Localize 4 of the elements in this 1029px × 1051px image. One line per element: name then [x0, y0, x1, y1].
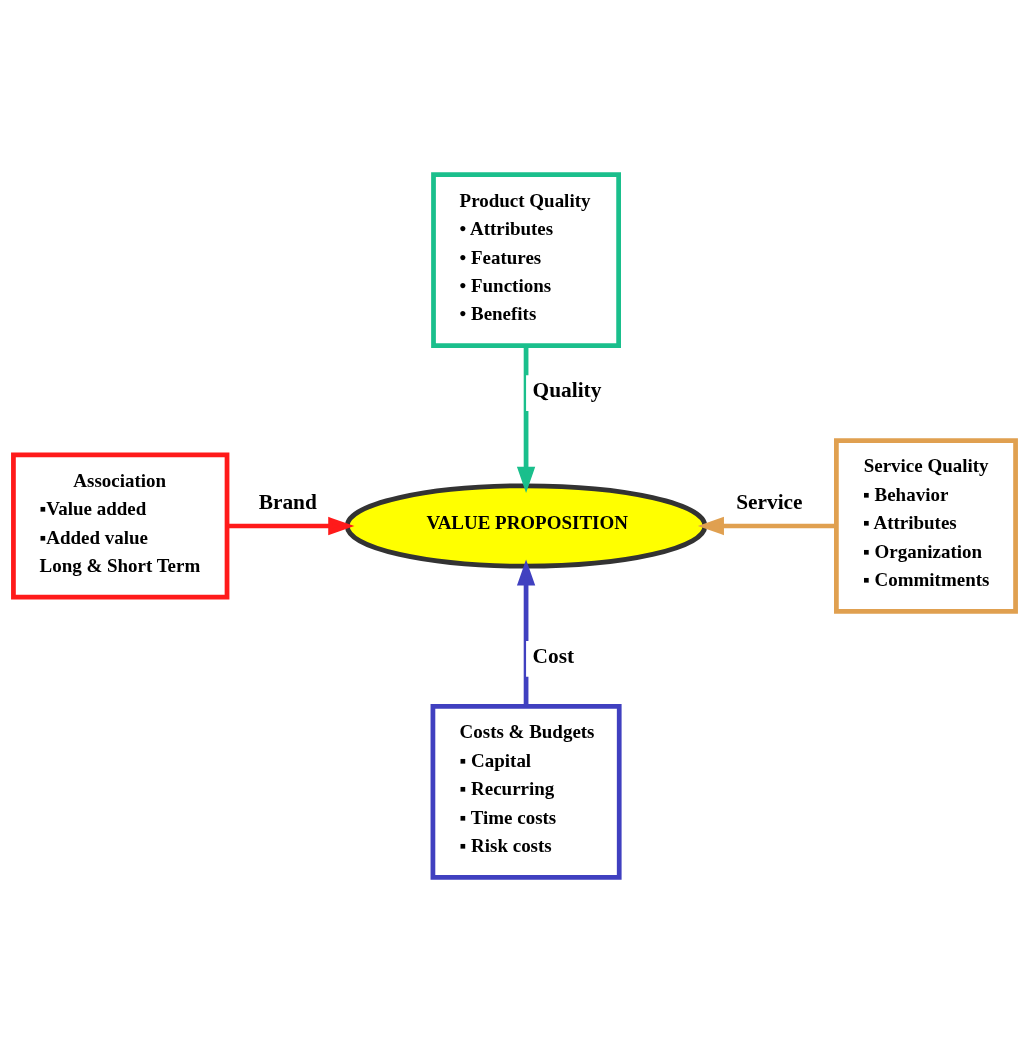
edge-label: Service	[736, 489, 803, 514]
edge-label: Brand	[258, 489, 317, 514]
edge-label: Quality	[532, 377, 602, 402]
edge-label: Cost	[532, 643, 575, 668]
